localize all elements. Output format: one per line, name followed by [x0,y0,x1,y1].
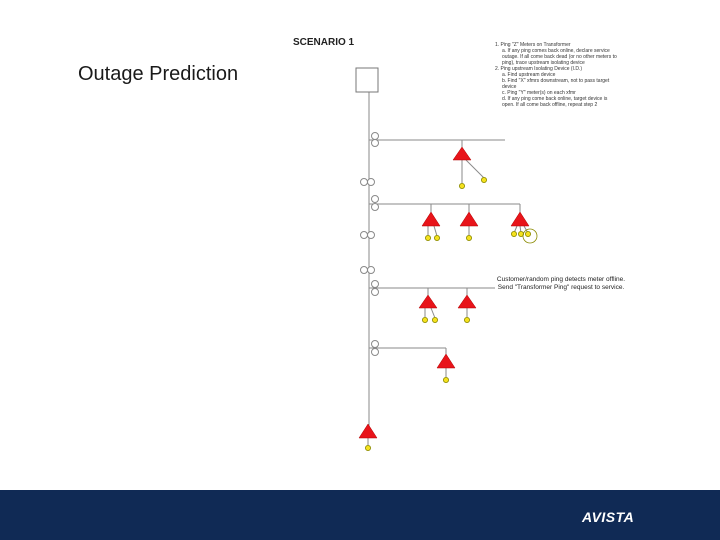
transformer-icon [459,211,479,227]
transformer-icon [510,211,530,227]
instruction-substep: a. Find upstream device [502,72,556,78]
instruction-step: 2. Ping upstream Isolating Device (I.D.) [495,66,582,72]
switch-icon [360,231,368,239]
scenario-annotation: Customer/random ping detects meter offli… [496,276,626,291]
scenario-title: SCENARIO 1 [293,37,355,48]
instruction-substep: b. Find "X" xfmrs downstream, not to pas… [502,78,610,90]
instruction-list: 1. Ping "Z" Meters on Transformer a. If … [495,42,620,108]
network-lines [367,92,529,446]
service-drop [430,307,436,319]
avista-logo: AVISTA [582,508,668,526]
substation-box [355,67,379,93]
meter-icon [458,182,465,189]
service-drop [433,225,438,237]
switch-icon [371,195,379,203]
meters [364,176,532,451]
switch-icon [360,266,368,274]
meter-icon [442,376,449,383]
switch-icon [371,139,379,147]
switch-icon [371,348,379,356]
service-drop [465,159,485,179]
meter-icon [525,230,532,237]
transformer-icon [452,146,472,161]
slide-title: Outage Prediction [78,63,239,85]
instruction-substep: c. Ping "Y" meter(s) on each xfmr [502,90,576,96]
switch-icon [371,203,379,211]
transformer-icon [421,211,441,227]
switch-icon [367,266,375,274]
switch-icon [360,178,368,186]
instruction-step: 1. Ping "Z" Meters on Transformer [495,42,571,48]
footer-bar [0,490,720,540]
switch-icon [371,288,379,296]
instruction-substep: d. If any ping come back online, target … [502,96,608,108]
switch-icon [371,132,379,140]
switch-icon [371,340,379,348]
network-diagram [355,67,538,451]
switch-icon [367,178,375,186]
instruction-substep: a. If any ping comes back online, declar… [502,48,617,66]
meter-icon [463,316,470,323]
switch-symbols [360,132,379,356]
meter-icon [433,234,440,241]
meter-highlight-ring [522,228,538,244]
switch-icon [371,280,379,288]
meter-icon [431,316,438,323]
meter-icon [424,234,431,241]
meter-icon [480,176,487,183]
substation [355,67,379,93]
switch-icon [367,231,375,239]
meter-icon [421,316,428,323]
meter-icon [465,234,472,241]
transformers [358,146,530,439]
meter-icon [364,444,371,451]
brand-wordmark: AVISTA [582,509,635,525]
transformer-icon [418,294,438,309]
transformer-icon [457,294,477,309]
meter-icon [510,230,517,237]
transformer-icon [358,423,378,439]
transformer-icon [436,353,456,369]
